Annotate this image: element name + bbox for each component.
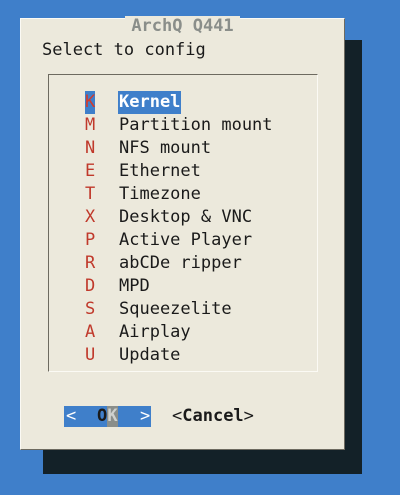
menu-item-label: abCDe ripper <box>119 253 242 273</box>
menu-item-mpd[interactable]: D MPD <box>49 275 317 298</box>
menu-item-label: NFS mount <box>119 138 212 158</box>
menu-item-hotkey: S <box>85 299 96 319</box>
menu-item-hotkey: T <box>85 184 96 204</box>
menu-item-label: Desktop & VNC <box>119 207 253 227</box>
menu-item-hotkey: E <box>85 161 96 181</box>
menu-item-kernel[interactable]: K Kernel <box>49 91 317 114</box>
menu-item-label: Timezone <box>119 184 201 204</box>
cancel-button-right-bracket: > <box>243 406 254 426</box>
menu-item-label: MPD <box>119 276 150 296</box>
ok-button-left-bracket: < <box>66 406 77 426</box>
menu-item-ethernet[interactable]: E Ethernet <box>49 160 317 183</box>
config-dialog: ArchQ Q441 Select to config K Kernel M P… <box>20 16 345 450</box>
menu-item-label: Update <box>119 345 181 365</box>
menu-item-hotkey: U <box>85 345 96 365</box>
menu-item-desktop-vnc[interactable]: X Desktop & VNC <box>49 206 317 229</box>
menu-item-label: Squeezelite <box>119 299 232 319</box>
menu-item-label: Active Player <box>119 230 253 250</box>
menu-item-label: Airplay <box>119 322 191 342</box>
menu-item-airplay[interactable]: A Airplay <box>49 321 317 344</box>
menu-item-label: Partition mount <box>119 115 273 135</box>
menu-list: K Kernel M Partition mount N NFS mount E… <box>48 74 318 372</box>
menu-item-hotkey: K <box>85 91 96 114</box>
menu-item-update[interactable]: U Update <box>49 344 317 367</box>
cancel-button[interactable]: <Cancel> <box>172 406 254 427</box>
ok-button-right-bracket: > <box>140 406 151 426</box>
menu-item-hotkey: M <box>85 115 96 135</box>
dialog-prompt: Select to config <box>42 40 206 60</box>
menu-item-hotkey: D <box>85 276 96 296</box>
menu-item-label: Ethernet <box>119 161 201 181</box>
menu-item-hotkey: P <box>85 230 96 250</box>
menu-item-partition-mount[interactable]: M Partition mount <box>49 114 317 137</box>
menu-item-hotkey: A <box>85 322 96 342</box>
ok-button-label-o: O <box>97 406 108 426</box>
menu-item-label: Kernel <box>118 91 182 114</box>
menu-item-abcde-ripper[interactable]: R abCDe ripper <box>49 252 317 275</box>
menu-item-hotkey: N <box>85 138 96 158</box>
menu-item-timezone[interactable]: T Timezone <box>49 183 317 206</box>
dialog-title-bar: ArchQ Q441 <box>20 16 345 40</box>
menu-item-hotkey: R <box>85 253 96 273</box>
menu-item-squeezelite[interactable]: S Squeezelite <box>49 298 317 321</box>
menu-item-nfs-mount[interactable]: N NFS mount <box>49 137 317 160</box>
dialog-title: ArchQ Q441 <box>125 16 240 36</box>
cancel-button-left-bracket: < <box>172 406 183 426</box>
cancel-button-label: Cancel <box>182 406 244 426</box>
ok-button-label-k: K <box>107 406 118 427</box>
ok-button[interactable]: < O K > <box>64 406 151 427</box>
menu-item-active-player[interactable]: P Active Player <box>49 229 317 252</box>
menu-item-hotkey: X <box>85 207 96 227</box>
